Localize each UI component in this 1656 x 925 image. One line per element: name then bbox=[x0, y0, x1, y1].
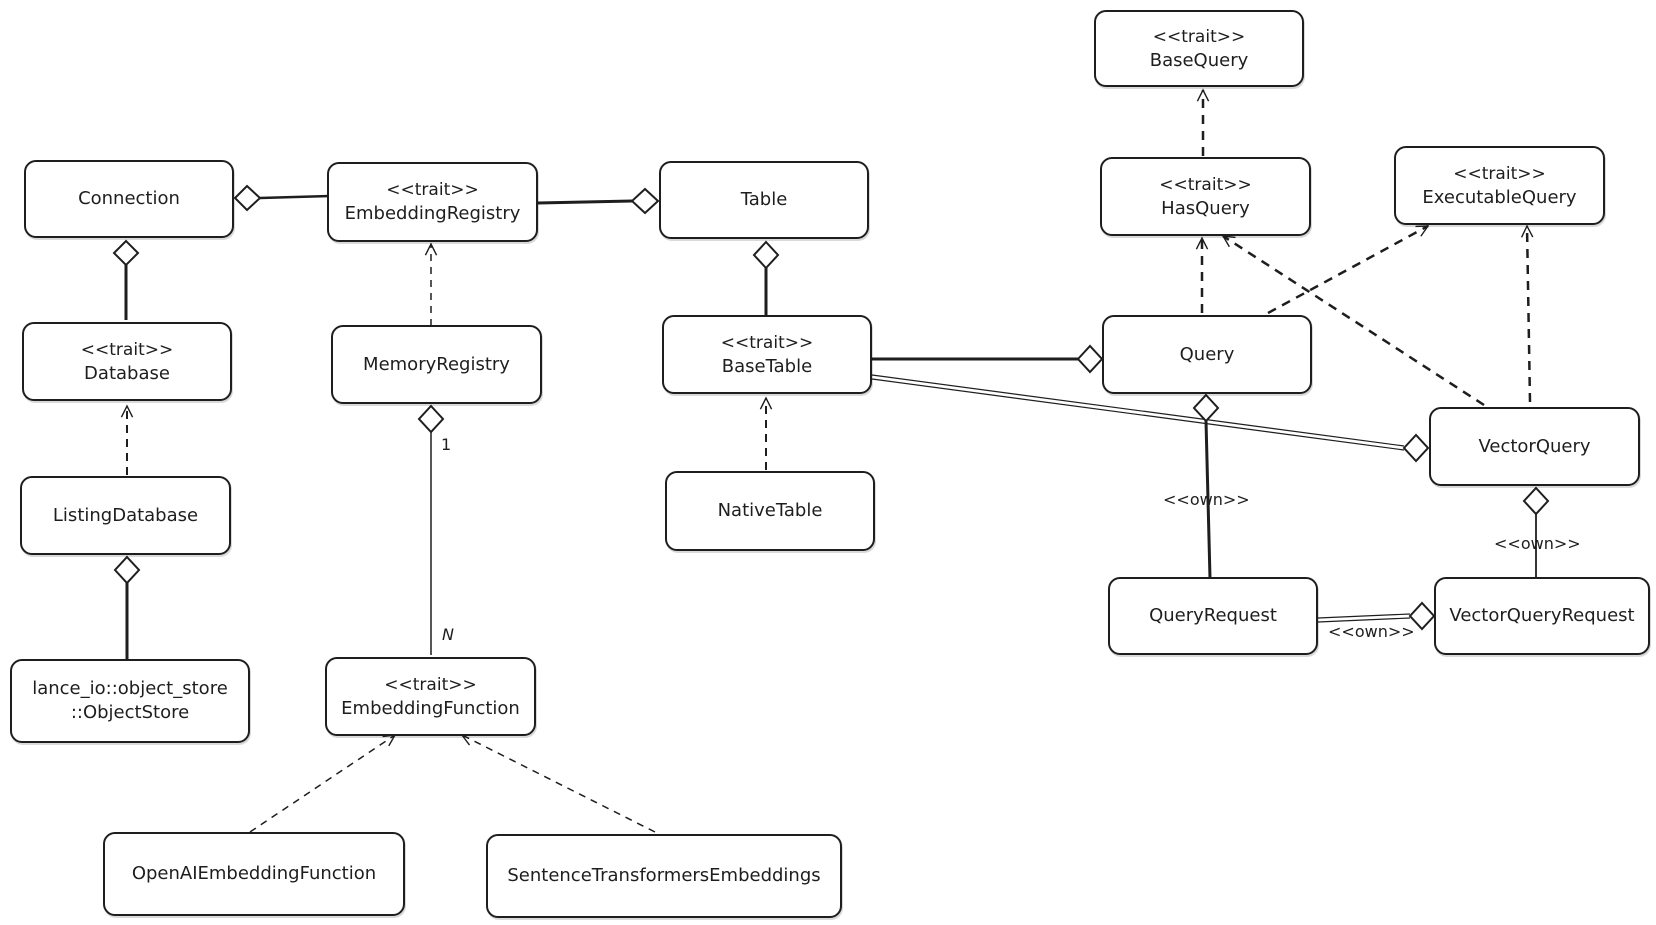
class-name: QueryRequest bbox=[1149, 605, 1277, 626]
edge-base-table-query bbox=[872, 344, 1104, 374]
node-native-table[interactable]: NativeTable bbox=[665, 471, 875, 551]
class-name: SentenceTransformersEmbeddings bbox=[507, 865, 821, 886]
node-executable-query[interactable]: <<trait>> ExecutableQuery bbox=[1394, 146, 1605, 225]
edge-table-base-table bbox=[752, 240, 780, 316]
node-base-query[interactable]: <<trait>> BaseQuery bbox=[1094, 10, 1304, 87]
node-embedding-function[interactable]: <<trait>> EmbeddingFunction bbox=[325, 657, 536, 736]
node-embedding-registry[interactable]: <<trait>> EmbeddingRegistry bbox=[327, 162, 538, 242]
class-name: ListingDatabase bbox=[52, 504, 199, 526]
node-vector-query[interactable]: VectorQuery bbox=[1429, 407, 1640, 486]
edge-listing-database-object-store bbox=[113, 555, 141, 660]
edge-vector-query-implements-executable-query bbox=[1527, 226, 1530, 403]
edge-vector-query-implements-has-query bbox=[1223, 234, 1485, 407]
stereotype-label: <<trait>> bbox=[384, 674, 477, 695]
edge-embedding-registry-table bbox=[537, 187, 660, 215]
node-base-table[interactable]: <<trait>> BaseTable bbox=[662, 315, 872, 394]
multiplicity-many-label: N bbox=[442, 625, 454, 644]
stereotype-label: <<trait>> bbox=[720, 332, 814, 353]
edge-query-implements-executable-query bbox=[1267, 224, 1428, 315]
stereotype-label: <<trait>> bbox=[1453, 163, 1546, 184]
node-database[interactable]: <<trait>> Database bbox=[22, 322, 232, 401]
stereotype-label: <<trait>> bbox=[80, 339, 174, 360]
class-name: VectorQueryRequest bbox=[1449, 605, 1635, 626]
own-label-query-request: <<own>> bbox=[1163, 490, 1250, 509]
edge-connection-embedding-registry bbox=[233, 184, 331, 212]
class-name: EmbeddingRegistry bbox=[344, 203, 521, 224]
node-table[interactable]: Table bbox=[659, 161, 869, 239]
class-name: ExecutableQuery bbox=[1422, 186, 1577, 208]
class-name: BaseQuery bbox=[1149, 49, 1249, 71]
node-query[interactable]: Query bbox=[1102, 315, 1312, 394]
stereotype-label: <<trait>> bbox=[1152, 26, 1246, 47]
node-object-store[interactable]: lance_io::object_store ::ObjectStore bbox=[10, 659, 250, 743]
class-name: EmbeddingFunction bbox=[341, 697, 520, 719]
class-name: BaseTable bbox=[721, 355, 813, 377]
class-name-line1: lance_io::object_store bbox=[32, 678, 228, 699]
node-sentence-transformers-embeddings[interactable]: SentenceTransformersEmbeddings bbox=[486, 834, 842, 918]
stereotype-label: <<trait>> bbox=[386, 180, 479, 200]
node-connection[interactable]: Connection bbox=[24, 160, 234, 238]
class-name-line2: ::ObjectStore bbox=[70, 702, 190, 723]
edge-query-query-request bbox=[1192, 393, 1220, 579]
edge-base-table-vector-query bbox=[871, 374, 1430, 463]
edge-query-request-vector-query-request bbox=[1317, 601, 1436, 631]
class-name: Table bbox=[740, 189, 788, 210]
edge-sentence-transformers-implements-embedding-function bbox=[462, 735, 656, 833]
class-name: Connection bbox=[78, 188, 180, 209]
node-vector-query-request[interactable]: VectorQueryRequest bbox=[1434, 577, 1650, 655]
node-query-request[interactable]: QueryRequest bbox=[1108, 577, 1318, 655]
edge-openai-implements-embedding-function bbox=[249, 735, 395, 833]
node-has-query[interactable]: <<trait>> HasQuery bbox=[1100, 157, 1311, 236]
edge-memory-registry-embedding-function bbox=[417, 404, 445, 655]
class-name: Query bbox=[1179, 343, 1235, 365]
class-name: Database bbox=[84, 362, 170, 384]
class-name: HasQuery bbox=[1161, 197, 1250, 219]
class-name: VectorQuery bbox=[1478, 435, 1591, 457]
class-name: MemoryRegistry bbox=[363, 353, 510, 375]
own-label-request-link: <<own>> bbox=[1328, 622, 1415, 641]
node-listing-database[interactable]: ListingDatabase bbox=[20, 476, 231, 555]
own-label-vector-query-request: <<own>> bbox=[1494, 534, 1581, 553]
node-memory-registry[interactable]: MemoryRegistry bbox=[331, 325, 542, 404]
node-openai-embedding-function[interactable]: OpenAIEmbeddingFunction bbox=[103, 832, 405, 916]
edge-vector-query-vector-query-request bbox=[1522, 486, 1550, 578]
stereotype-label: <<trait>> bbox=[1159, 174, 1252, 195]
multiplicity-one-label: 1 bbox=[441, 435, 452, 454]
edge-connection-database bbox=[112, 239, 140, 320]
class-name: NativeTable bbox=[717, 500, 823, 521]
class-name: OpenAIEmbeddingFunction bbox=[131, 863, 377, 884]
